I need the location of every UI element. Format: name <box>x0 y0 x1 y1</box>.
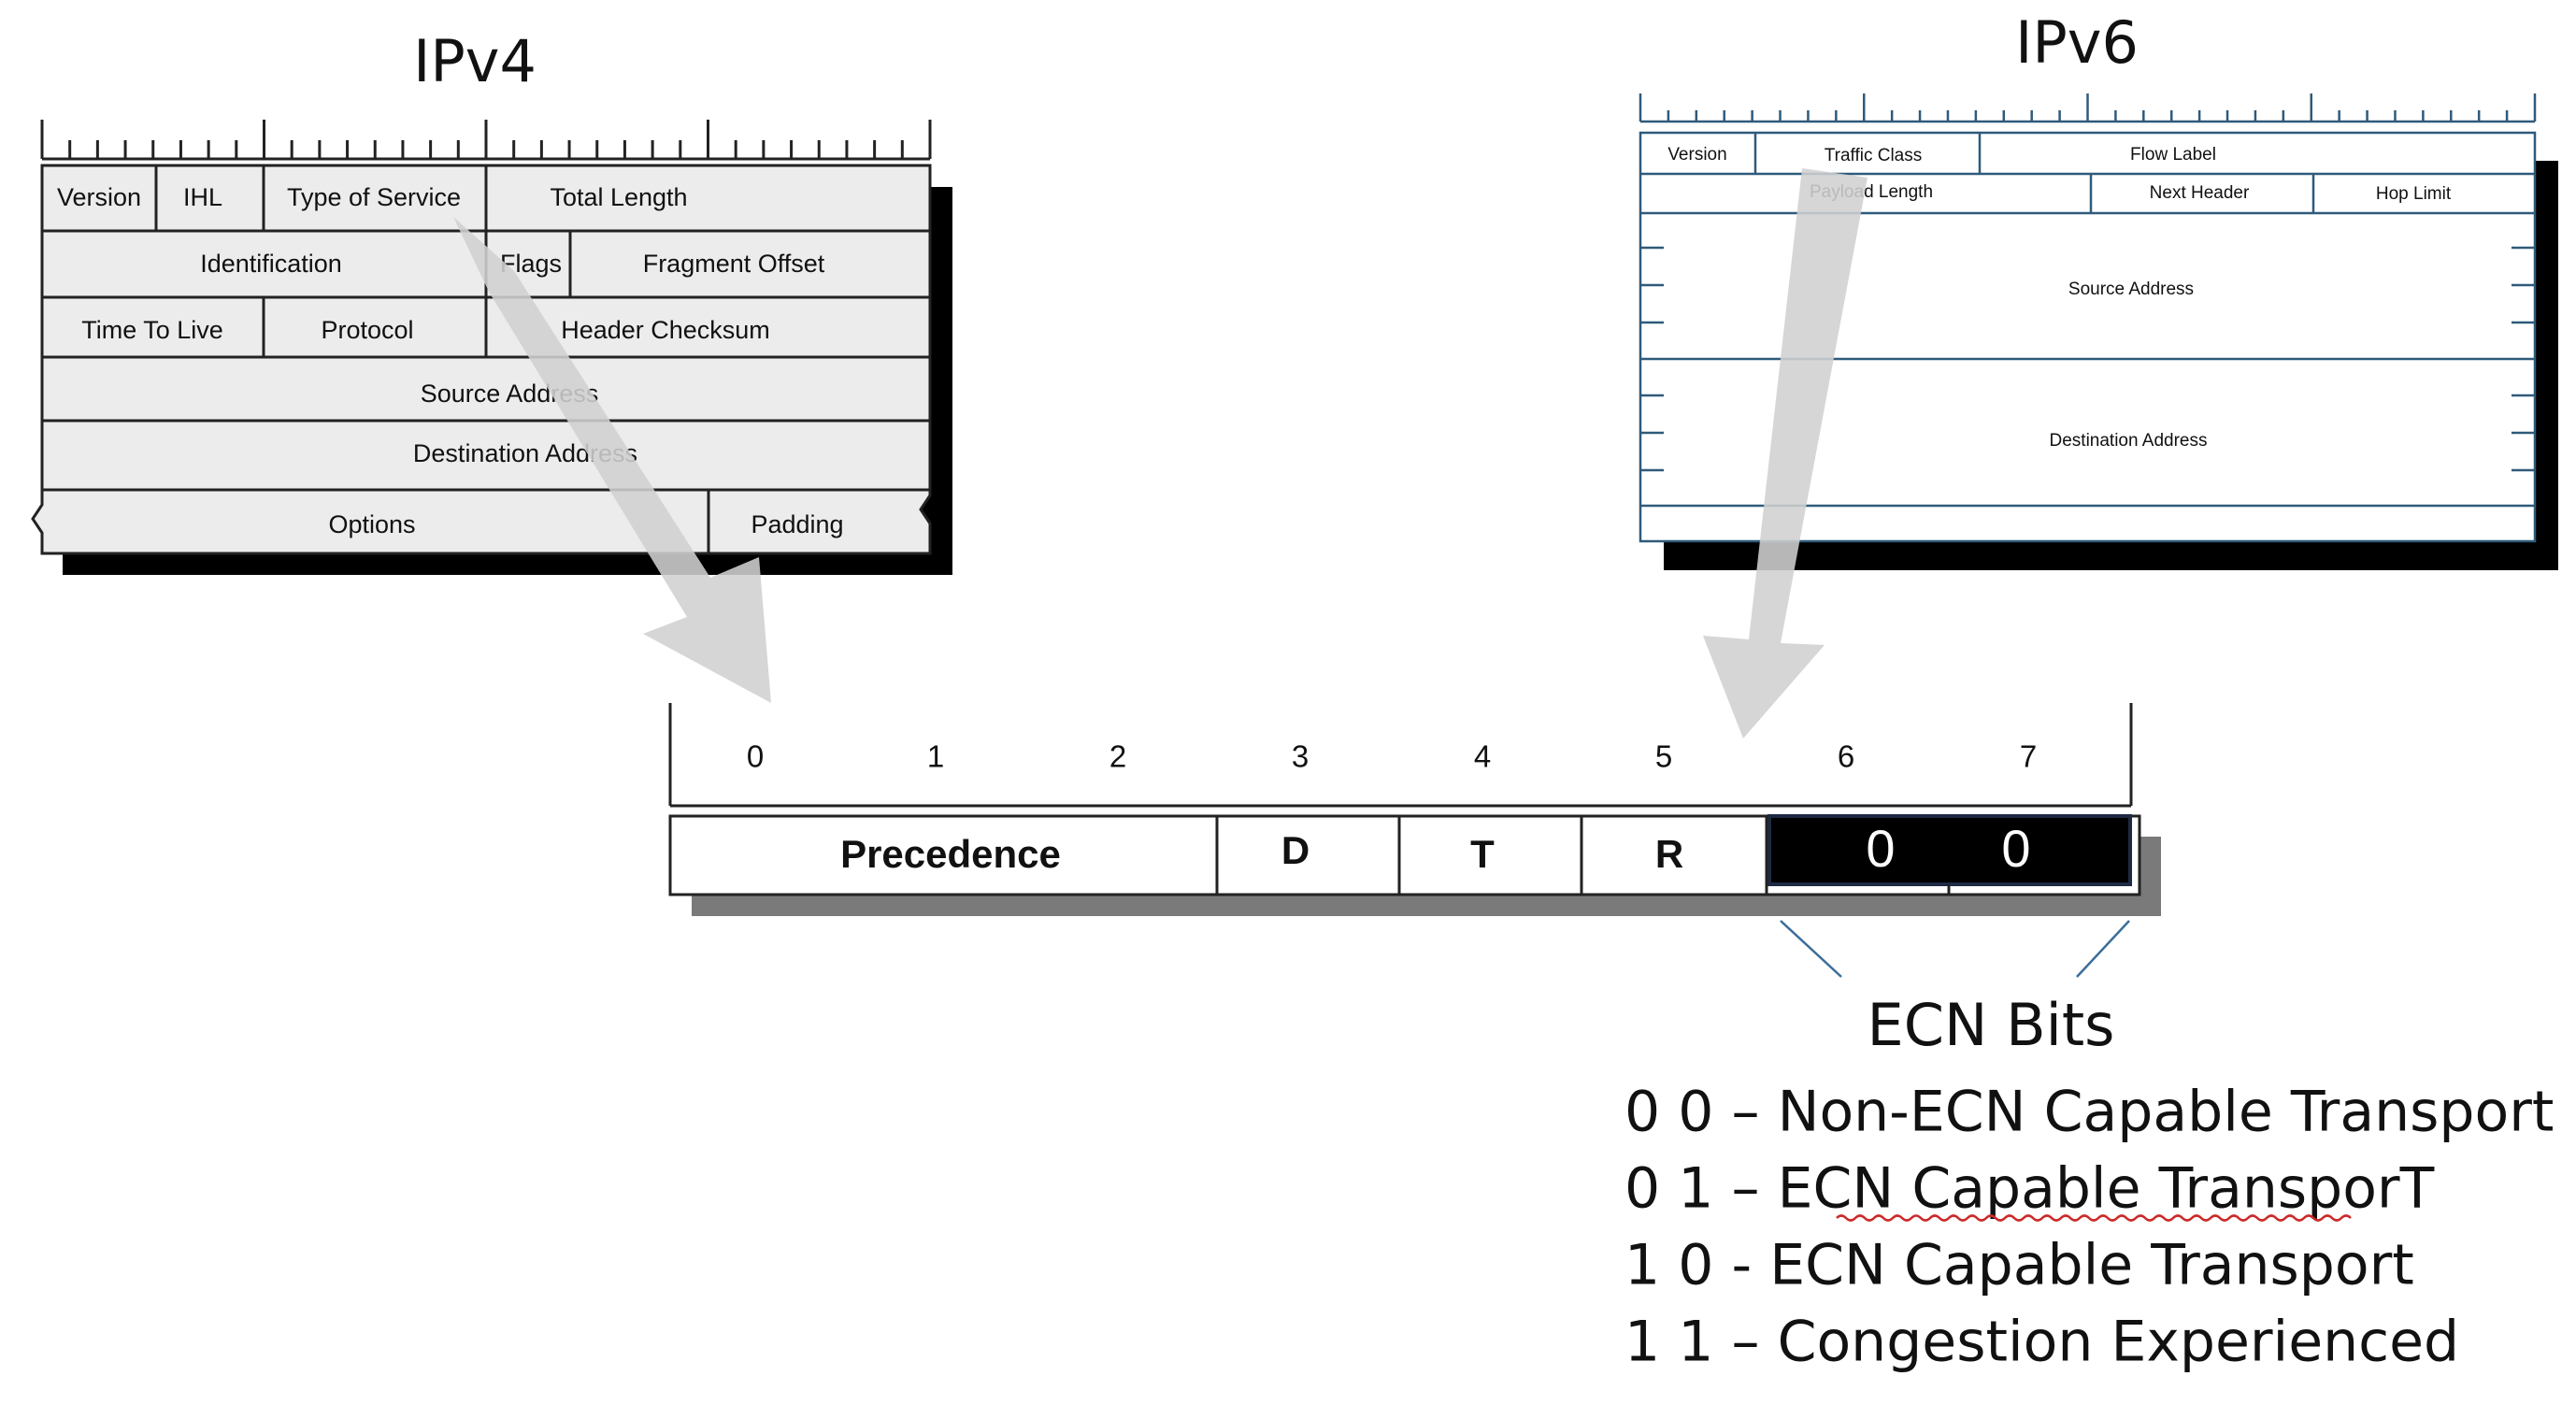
arrow-ipv6-to-tos <box>1703 168 1868 738</box>
tos-precedence: Precedence <box>840 832 1061 876</box>
ipv4-title: IPv4 <box>413 27 537 95</box>
bit-number-3: 3 <box>1292 739 1309 774</box>
ecn-bracket-right <box>2076 920 2130 978</box>
ipv4-field-padding: Padding <box>751 510 843 538</box>
tos-bit-d: D <box>1281 828 1309 872</box>
ipv6-field-hop-limit: Hop Limit <box>2376 184 2452 204</box>
bit-number-0: 0 <box>747 739 764 774</box>
ipv6-address-tick-marks <box>1640 246 2535 472</box>
ipv6-field-version: Version <box>1667 145 1726 165</box>
bit-number-2: 2 <box>1109 739 1126 774</box>
ipv4-field-type-of-service: Type of Service <box>287 183 461 211</box>
ecn-bits-cell <box>1767 814 2132 886</box>
ipv4-bit-ruler <box>40 120 932 161</box>
ecn-code-11: 1 1 – Congestion Experienced <box>1624 1310 2459 1375</box>
arrow-ipv4-to-tos <box>453 217 771 703</box>
ipv6-field-traffic-class: Traffic Class <box>1825 146 1923 165</box>
ipv4-header: IPv4 Version IHL Type of Service Total L… <box>31 27 952 575</box>
ipv4-field-fragment-offset: Fragment Offset <box>643 250 825 278</box>
tos-bit-numbers: 0 1 2 3 4 5 6 7 <box>747 739 2037 774</box>
bit-number-7: 7 <box>2020 739 2037 774</box>
ipv4-field-protocol: Protocol <box>321 316 413 344</box>
tos-byte: 0 1 2 3 4 5 6 7 Precedence D T R 0 0 <box>668 703 2161 916</box>
bit-number-5: 5 <box>1655 739 1672 774</box>
ipv4-field-options: Options <box>328 510 415 538</box>
spellcheck-underline <box>1836 1214 2352 1222</box>
ipv4-field-header-checksum: Header Checksum <box>561 316 770 344</box>
ecn-legend: ECN Bits 0 0 – Non-ECN Capable Transport… <box>1624 920 2554 1375</box>
ipv6-field-destination-address: Destination Address <box>2050 431 2208 451</box>
bit-number-4: 4 <box>1474 739 1491 774</box>
ipv6-field-source-address: Source Address <box>2068 280 2194 299</box>
ipv6-bit-ruler <box>1639 93 2537 123</box>
ipv4-field-version: Version <box>57 183 141 211</box>
ipv6-title: IPv6 <box>2015 8 2139 77</box>
bit-number-1: 1 <box>927 739 944 774</box>
tos-bit-ruler <box>668 703 2133 808</box>
ipv4-field-time-to-live: Time To Live <box>81 316 223 344</box>
ecn-bracket-left <box>1780 920 1842 978</box>
ipv4-field-identification: Identification <box>200 250 342 278</box>
ecn-code-01: 0 1 – ECN Capable TransporT <box>1624 1156 2435 1222</box>
ipv6-field-flow-label: Flow Label <box>2130 145 2216 165</box>
tos-bit-r: R <box>1655 832 1683 876</box>
bit-number-6: 6 <box>1838 739 1854 774</box>
ecn-bit-value-1: 0 <box>1866 819 1895 878</box>
ipv4-header-body <box>31 164 932 555</box>
ecn-bit-value-2: 0 <box>2001 819 2030 878</box>
ipv6-field-next-header: Next Header <box>2150 183 2250 203</box>
ecn-code-00: 0 0 – Non-ECN Capable Transport <box>1624 1080 2554 1145</box>
ecn-bits-title: ECN Bits <box>1868 991 2115 1059</box>
ecn-code-10: 1 0 - ECN Capable Transport <box>1624 1233 2414 1298</box>
ipv4-field-ihl: IHL <box>183 183 222 211</box>
tos-bit-t: T <box>1470 832 1495 876</box>
ipv4-field-total-length: Total Length <box>550 183 687 211</box>
